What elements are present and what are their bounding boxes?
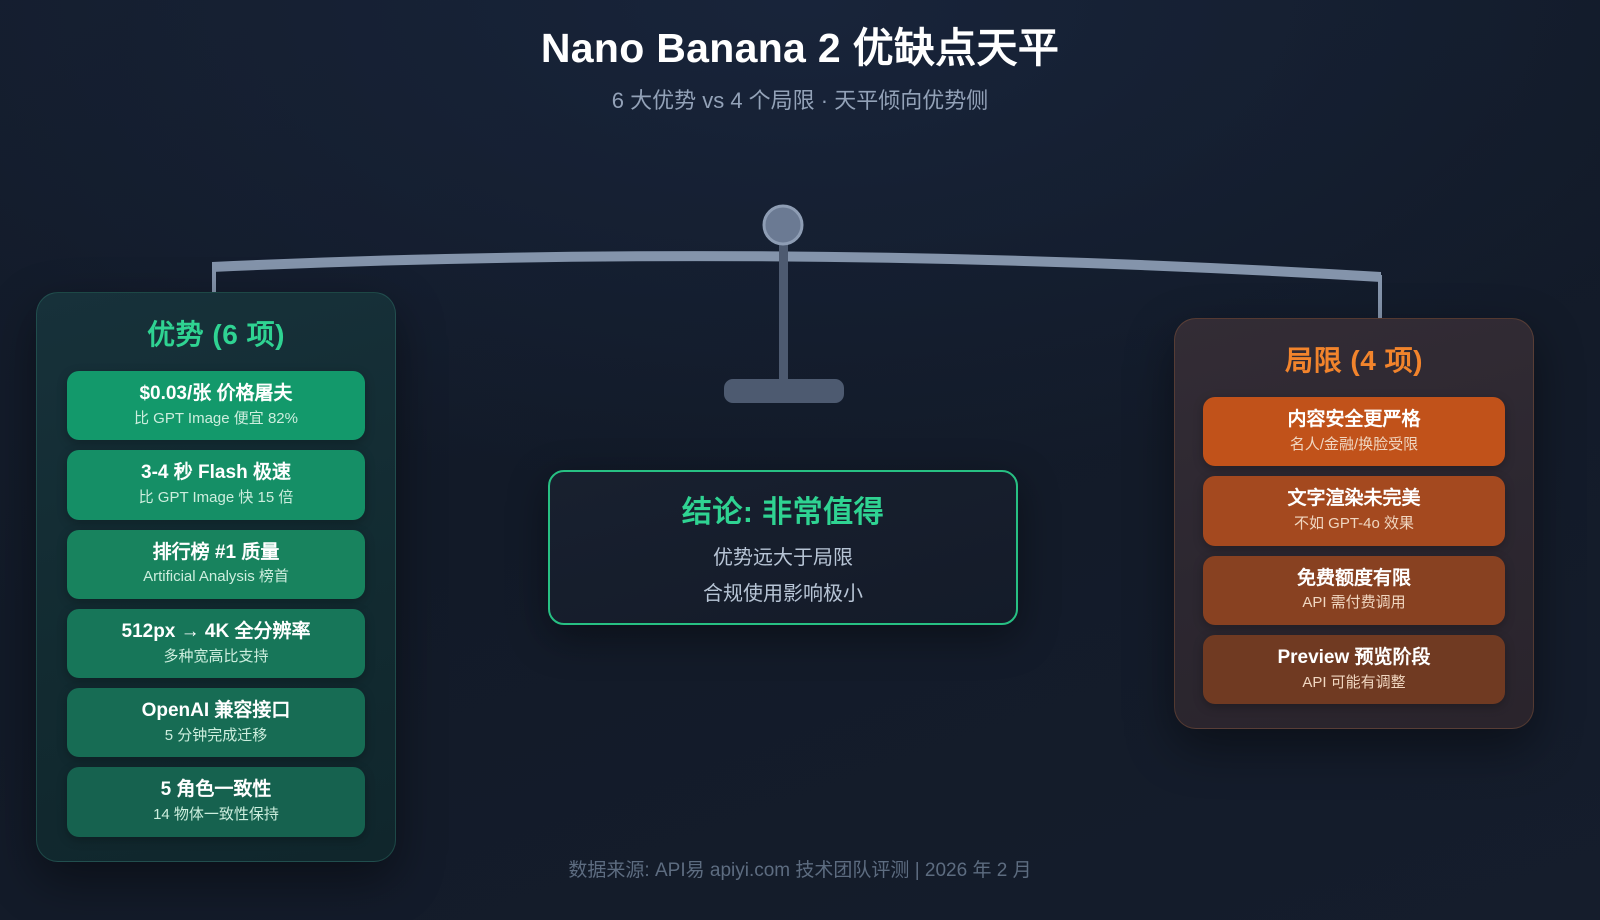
pros-card-5-sub: 5 分钟完成迁移 — [164, 726, 268, 744]
pros-card-6[interactable]: 5 角色一致性 14 物体一致性保持 — [67, 767, 365, 837]
pros-card-5-title: OpenAI 兼容接口 — [141, 700, 291, 721]
pros-card-1[interactable]: $0.03/张 价格屠夫 比 GPT Image 便宜 82% — [67, 371, 365, 441]
cons-card-4[interactable]: Preview 预览阶段 API 可能有调整 — [1203, 634, 1505, 704]
balance-post — [779, 222, 788, 392]
page-header: Nano Banana 2 优缺点天平 6 大优势 vs 4 个局限 · 天平倾… — [0, 0, 1600, 115]
pros-card-4-sub: 多种宽高比支持 — [163, 647, 269, 665]
pros-card-3-title: 排行榜 #1 质量 — [152, 541, 280, 563]
cons-card-2-sub: 不如 GPT-4o 效果 — [1293, 515, 1415, 532]
pros-panel: 优势 (6 项) $0.03/张 价格屠夫 比 GPT Image 便宜 82%… — [36, 292, 396, 862]
pros-heading: 优势 (6 项) — [147, 319, 285, 350]
cons-card-2[interactable]: 文字渲染未完美 不如 GPT-4o 效果 — [1203, 476, 1505, 546]
cons-card-3-sub: API 需付费调用 — [1302, 594, 1406, 612]
balance-beam — [212, 251, 1381, 282]
conclusion-line-1: 优势远大于局限 — [713, 547, 853, 569]
pros-card-4[interactable]: 512px → 4K 全分辨率 多种宽高比支持 — [67, 608, 365, 678]
cons-card-2-title: 文字渲染未完美 — [1287, 488, 1421, 510]
cons-panel: 局限 (4 项) 内容安全更严格 名人/金融/换脸受限 文字渲染未完美 不如 G… — [1174, 318, 1534, 729]
balance-base — [724, 379, 844, 403]
page-title: Nano Banana 2 优缺点天平 — [540, 25, 1060, 71]
pros-card-3-sub: Artificial Analysis 榜首 — [143, 568, 289, 586]
footer-source: 数据来源: API易 apiyi.com 技术团队评测 | 2026 年 2 月 — [568, 860, 1032, 881]
pros-card-3[interactable]: 排行榜 #1 质量 Artificial Analysis 榜首 — [67, 529, 365, 599]
conclusion-title: 结论: 非常值得 — [681, 496, 885, 529]
pros-card-6-sub: 14 物体一致性保持 — [153, 806, 279, 823]
cons-card-3-title: 免费额度有限 — [1296, 567, 1411, 589]
conclusion-line-2: 合规使用影响极小 — [703, 583, 863, 605]
pros-card-2-title: 3-4 秒 Flash 极速 — [141, 462, 291, 484]
cons-card-1-sub: 名人/金融/换脸受限 — [1289, 435, 1419, 453]
pros-card-1-sub: 比 GPT Image 便宜 82% — [134, 409, 298, 427]
cons-card-4-title: Preview 预览阶段 — [1277, 646, 1431, 668]
cons-card-4-sub: API 可能有调整 — [1302, 673, 1406, 691]
cons-card-1[interactable]: 内容安全更严格 名人/金融/换脸受限 — [1203, 397, 1505, 467]
pros-card-4-title: 512px → 4K 全分辨率 — [121, 620, 311, 642]
pros-card-6-title: 5 角色一致性 — [160, 779, 272, 801]
pros-card-2-sub: 比 GPT Image 快 15 倍 — [138, 489, 294, 506]
pros-card-2[interactable]: 3-4 秒 Flash 极速 比 GPT Image 快 15 倍 — [67, 450, 365, 520]
pros-card-5[interactable]: OpenAI 兼容接口 5 分钟完成迁移 — [67, 688, 365, 758]
cons-card-3[interactable]: 免费额度有限 API 需付费调用 — [1203, 555, 1505, 625]
conclusion-box: 结论: 非常值得 优势远大于局限 合规使用影响极小 — [548, 470, 1018, 625]
balance-pivot — [762, 204, 804, 246]
cons-heading: 局限 (4 项) — [1285, 345, 1423, 376]
page-subtitle: 6 大优势 vs 4 个局限 · 天平倾向优势侧 — [611, 88, 989, 114]
cons-card-1-title: 内容安全更严格 — [1287, 409, 1421, 430]
pros-card-1-title: $0.03/张 价格屠夫 — [139, 383, 293, 404]
